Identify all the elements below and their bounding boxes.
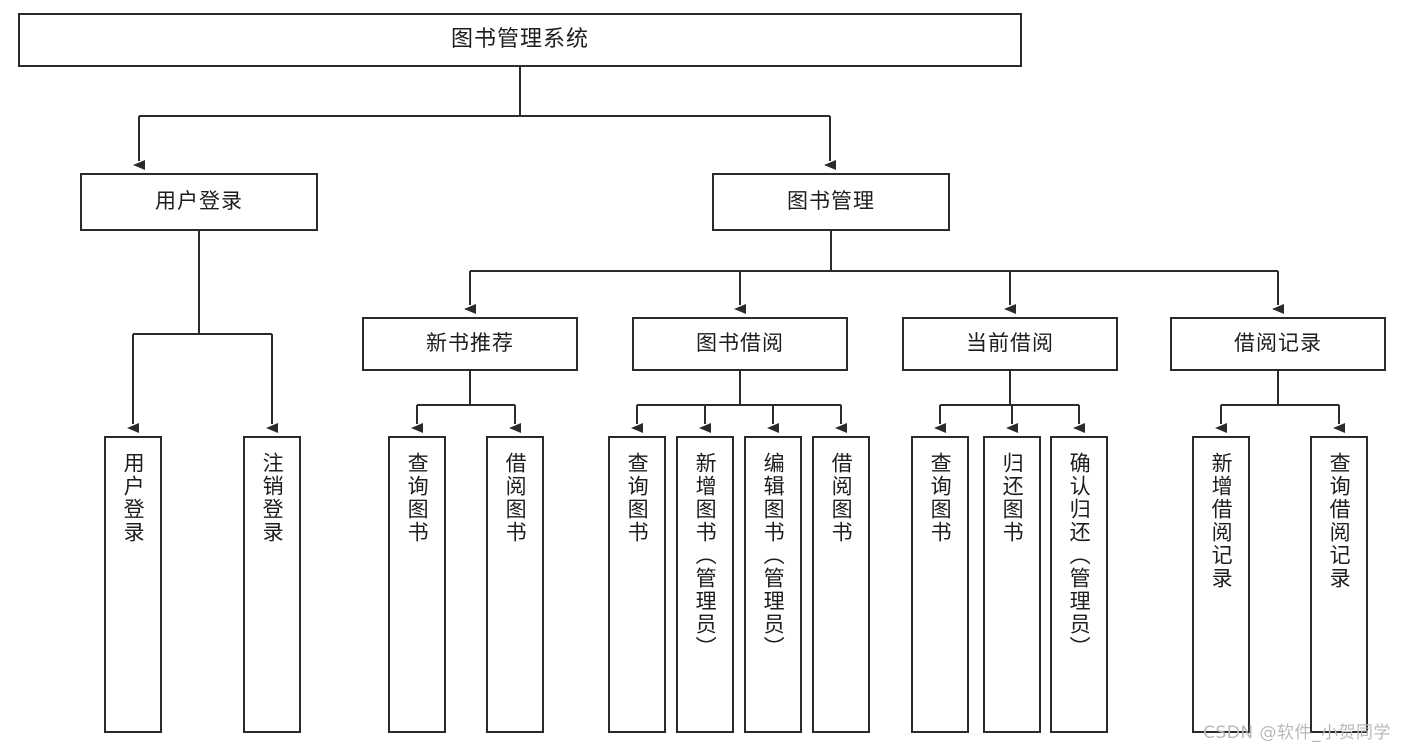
node-leaf-query-borrow-record[interactable]: 查询借阅记录 bbox=[1310, 436, 1368, 733]
node-leaf-query-book-borrow[interactable]: 查询图书 bbox=[608, 436, 666, 733]
node-leaf-borrow-book-recommend[interactable]: 借阅图书 bbox=[486, 436, 544, 733]
node-label: 查询图书 bbox=[625, 452, 650, 544]
node-user-login[interactable]: 用户登录 bbox=[80, 173, 318, 231]
node-leaf-query-book-recommend[interactable]: 查询图书 bbox=[388, 436, 446, 733]
node-root[interactable]: 图书管理系统 bbox=[18, 13, 1022, 67]
node-label: 新增图书（管理员） bbox=[693, 452, 718, 659]
node-label: 查询图书 bbox=[928, 452, 953, 544]
node-leaf-logout[interactable]: 注销登录 bbox=[243, 436, 301, 733]
node-label: 图书管理系统 bbox=[450, 26, 589, 52]
node-leaf-edit-book-admin[interactable]: 编辑图书（管理员） bbox=[744, 436, 802, 733]
csdn-watermark: CSDN @软件_小贺同学 bbox=[1203, 723, 1391, 743]
node-current-borrow[interactable]: 当前借阅 bbox=[902, 317, 1118, 371]
node-book-borrow[interactable]: 图书借阅 bbox=[632, 317, 848, 371]
node-label: 图书管理 bbox=[787, 189, 875, 214]
node-label: 图书借阅 bbox=[696, 331, 784, 356]
node-label: 借阅图书 bbox=[503, 452, 528, 544]
node-leaf-add-book-admin[interactable]: 新增图书（管理员） bbox=[676, 436, 734, 733]
node-label: 新增借阅记录 bbox=[1209, 452, 1234, 590]
node-leaf-return-book[interactable]: 归还图书 bbox=[983, 436, 1041, 733]
node-label: 借阅图书 bbox=[829, 452, 854, 544]
node-label: 确认归还（管理员） bbox=[1067, 452, 1092, 659]
node-leaf-query-book-current[interactable]: 查询图书 bbox=[911, 436, 969, 733]
node-label: 归还图书 bbox=[1000, 452, 1025, 544]
node-label: 借阅记录 bbox=[1234, 331, 1322, 356]
node-label: 查询图书 bbox=[405, 452, 430, 544]
node-label: 查询借阅记录 bbox=[1327, 452, 1352, 590]
node-label: 用户登录 bbox=[155, 189, 243, 214]
node-new-book-recommend[interactable]: 新书推荐 bbox=[362, 317, 578, 371]
node-leaf-user-login[interactable]: 用户登录 bbox=[104, 436, 162, 733]
node-leaf-borrow-book[interactable]: 借阅图书 bbox=[812, 436, 870, 733]
node-borrow-record[interactable]: 借阅记录 bbox=[1170, 317, 1386, 371]
node-label: 注销登录 bbox=[260, 452, 285, 544]
node-book-management[interactable]: 图书管理 bbox=[712, 173, 950, 231]
node-label: 编辑图书（管理员） bbox=[761, 452, 786, 659]
node-leaf-confirm-return-admin[interactable]: 确认归还（管理员） bbox=[1050, 436, 1108, 733]
node-label: 用户登录 bbox=[121, 452, 146, 544]
node-leaf-add-borrow-record[interactable]: 新增借阅记录 bbox=[1192, 436, 1250, 733]
node-label: 新书推荐 bbox=[426, 331, 514, 356]
node-label: 当前借阅 bbox=[966, 331, 1054, 356]
